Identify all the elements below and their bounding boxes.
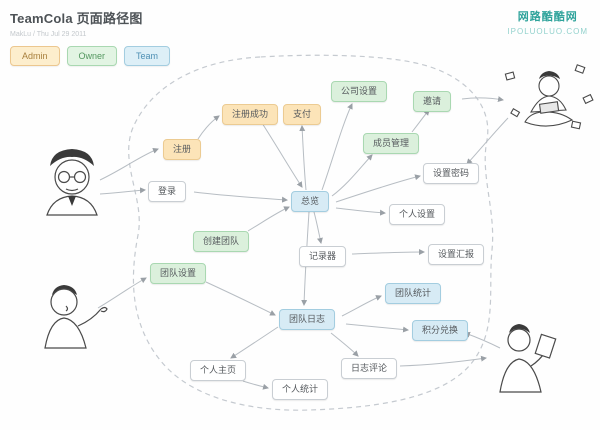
node-points-exchange[interactable]: 积分兑换 xyxy=(412,320,469,341)
node-create-team[interactable]: 创建团队 xyxy=(193,231,250,252)
page-subtitle: MakLu / Thu Jul 29 2011 xyxy=(10,31,87,38)
connector-line xyxy=(193,191,288,203)
connector-line xyxy=(242,380,269,390)
illustration-remote-user-top-right xyxy=(504,64,594,130)
connector-line xyxy=(99,148,159,181)
node-team-log[interactable]: 团队日志 xyxy=(279,309,336,330)
connector-line xyxy=(247,206,290,232)
connector-line xyxy=(230,326,279,359)
node-personal-homepage[interactable]: 个人主页 xyxy=(190,360,247,381)
header: TeamCola 页面路径图 MakLu / Thu Jul 29 2011 xyxy=(10,8,143,38)
legend: Admin Owner Team xyxy=(10,46,171,66)
connector-lines xyxy=(97,96,509,390)
boundary-dashed-outline xyxy=(128,54,494,411)
connector-line xyxy=(335,207,386,216)
node-team-settings[interactable]: 团队设置 xyxy=(150,263,207,284)
connector-line xyxy=(261,122,303,188)
connector-line xyxy=(351,249,425,256)
connector-line xyxy=(345,323,409,333)
node-invite[interactable]: 邀请 xyxy=(413,91,452,112)
watermark-site-name: 网路酷酷网 xyxy=(517,11,578,23)
node-recorder[interactable]: 记录器 xyxy=(299,246,347,267)
node-log-comments[interactable]: 日志评论 xyxy=(341,358,398,379)
illustration-admin-user-glasses xyxy=(46,149,98,216)
illustration-user-bottom-left xyxy=(44,285,108,349)
connector-line xyxy=(197,115,220,140)
connector-line xyxy=(330,332,359,357)
connector-line xyxy=(399,355,487,367)
node-company-settings[interactable]: 公司设置 xyxy=(331,81,388,102)
node-login[interactable]: 登录 xyxy=(148,181,187,202)
node-report-settings[interactable]: 设置汇报 xyxy=(428,244,485,265)
connector-line xyxy=(341,295,382,317)
connector-line xyxy=(335,174,421,203)
node-personal-stats[interactable]: 个人统计 xyxy=(272,379,329,400)
connector-line xyxy=(321,103,353,191)
connector-line xyxy=(313,211,323,244)
connector-line xyxy=(411,109,430,133)
node-team-stats[interactable]: 团队统计 xyxy=(385,283,442,304)
legend-badge-admin[interactable]: Admin xyxy=(10,46,60,66)
node-payment[interactable]: 支付 xyxy=(283,104,322,125)
connector-line xyxy=(299,125,307,191)
watermark: 网路酷酷网 IPOLUOLUO.COM xyxy=(507,8,588,36)
node-register-success[interactable]: 注册成功 xyxy=(222,104,279,125)
node-set-password[interactable]: 设置密码 xyxy=(423,163,480,184)
connector-line xyxy=(99,187,146,195)
connector-line xyxy=(97,277,147,309)
connector-line xyxy=(205,281,276,316)
legend-badge-team[interactable]: Team xyxy=(124,46,171,66)
page-title: TeamCola 页面路径图 xyxy=(10,11,143,26)
connector-line xyxy=(466,117,509,165)
watermark-site-url: IPOLUOLUO.COM xyxy=(507,27,588,36)
illustration-user-bottom-right xyxy=(499,324,557,393)
node-overview[interactable]: 总览 xyxy=(291,191,330,212)
legend-badge-owner[interactable]: Owner xyxy=(66,46,118,66)
connector-line xyxy=(331,154,373,197)
node-register[interactable]: 注册 xyxy=(163,139,202,160)
node-member-management[interactable]: 成员管理 xyxy=(363,133,420,154)
connector-line xyxy=(461,96,504,103)
node-personal-settings[interactable]: 个人设置 xyxy=(389,204,446,225)
